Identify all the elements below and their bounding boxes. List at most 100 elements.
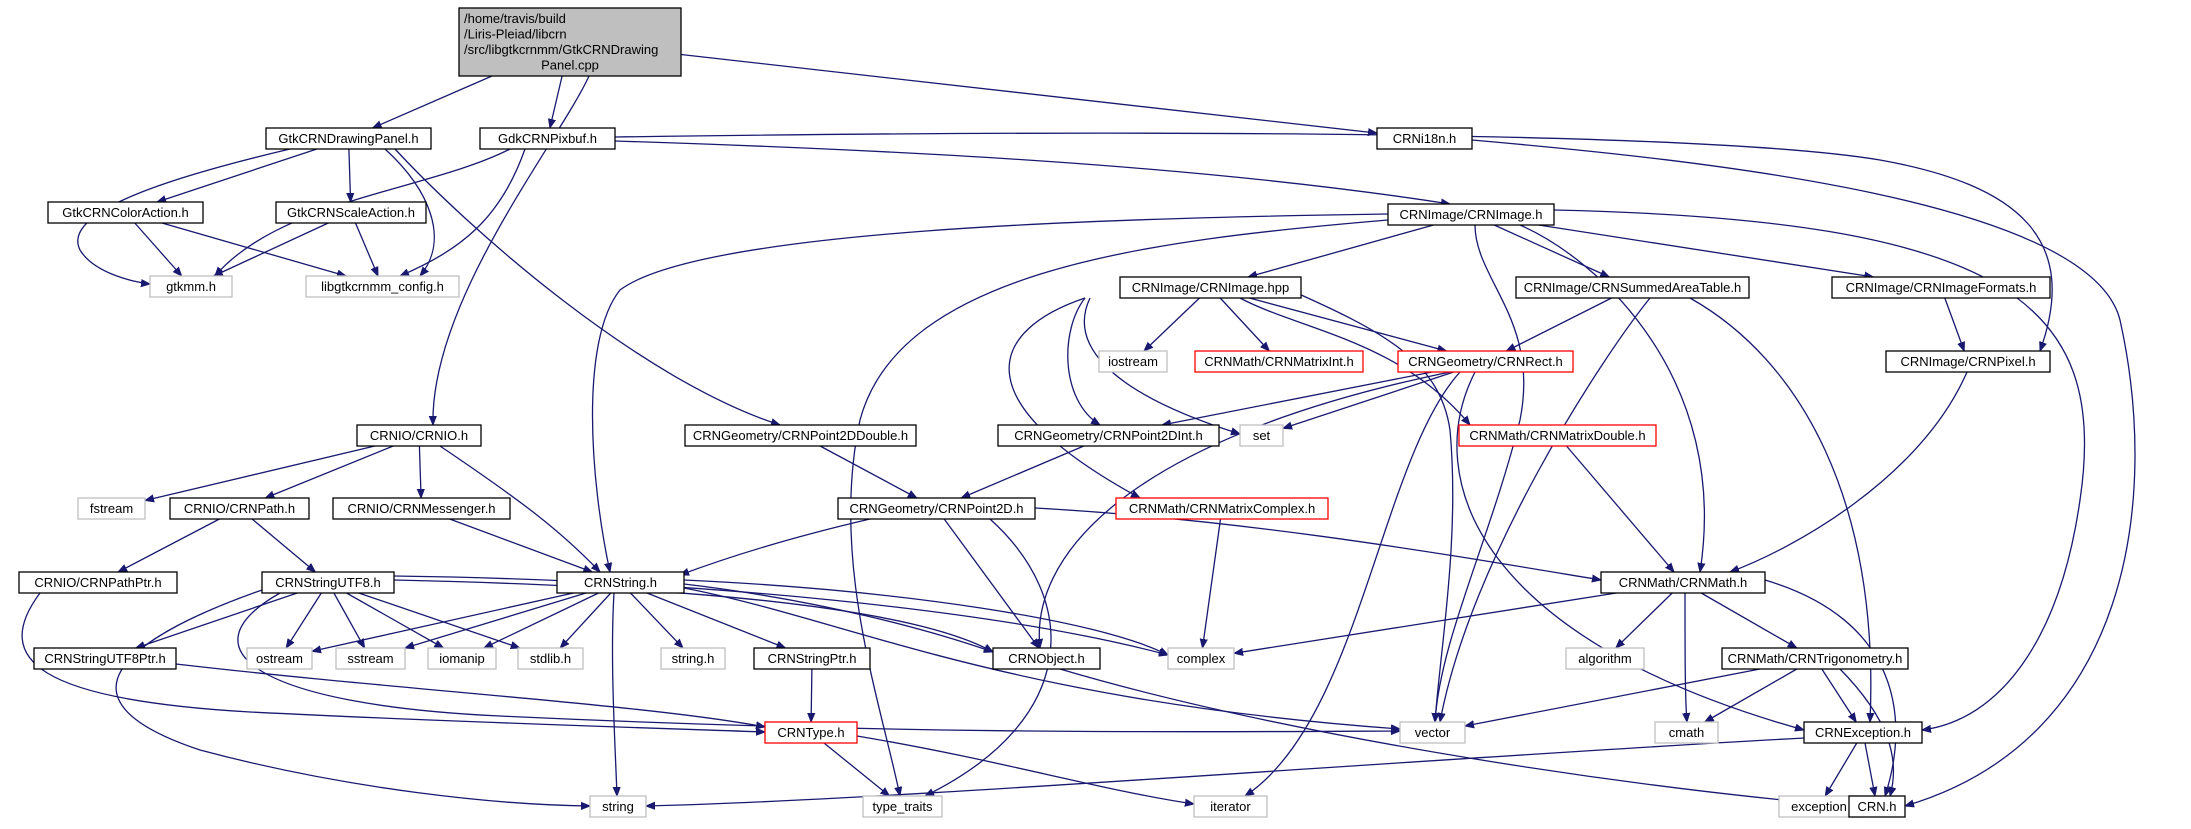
edge-CRNString-to-ostream bbox=[312, 592, 574, 651]
node-CRNMatrixDouble[interactable]: CRNMath/CRNMatrixDouble.h bbox=[1458, 424, 1657, 447]
edge-CRNException-to-string bbox=[646, 737, 1805, 806]
edge-CRNStringUTF8Ptr-to-CRNType bbox=[175, 663, 765, 727]
node-box bbox=[589, 795, 647, 818]
node-CRNMatrixComplex[interactable]: CRNMath/CRNMatrixComplex.h bbox=[1115, 497, 1329, 520]
node-CRNImage_h[interactable]: CRNImage/CRNImage.h bbox=[1387, 203, 1555, 226]
edge-CRNStringUTF8-to-ostream bbox=[286, 592, 322, 648]
node-label: CRNStringUTF8.h bbox=[275, 575, 380, 590]
node-GtkCRNColorAction[interactable]: GtkCRNColorAction.h bbox=[47, 201, 204, 224]
node-label: CRNImage/CRNImageFormats.h bbox=[1846, 280, 2037, 295]
node-box bbox=[1848, 795, 1906, 818]
node-box bbox=[837, 497, 1036, 520]
node-box bbox=[1654, 721, 1719, 744]
node-CRNPath[interactable]: CRNIO/CRNPath.h bbox=[169, 497, 310, 520]
node-label: CRNImage/CRNImage.hpp bbox=[1132, 280, 1290, 295]
node-CRNPoint2D[interactable]: CRNGeometry/CRNPoint2D.h bbox=[837, 497, 1036, 520]
node-CRNRect[interactable]: CRNGeometry/CRNRect.h bbox=[1397, 350, 1574, 373]
node-label: /home/travis/build bbox=[464, 11, 566, 26]
edge-CRNMath-to-algorithm bbox=[1616, 592, 1673, 648]
node-set: set bbox=[1239, 424, 1284, 447]
node-label: iterator bbox=[1210, 799, 1251, 814]
node-label: vector bbox=[1415, 725, 1451, 740]
node-CRNPixel[interactable]: CRNImage/CRNPixel.h bbox=[1885, 350, 2051, 373]
node-root[interactable]: /home/travis/build/Liris-Pleiad/libcrn/s… bbox=[458, 7, 682, 77]
edge-CRNRect-to-CRNException bbox=[1456, 371, 1804, 730]
node-box bbox=[1565, 647, 1645, 670]
node-box bbox=[1399, 721, 1466, 744]
node-label: string bbox=[602, 799, 634, 814]
node-CRNPoint2DInt[interactable]: CRNGeometry/CRNPoint2DInt.h bbox=[997, 424, 1220, 447]
node-label: CRNMath/CRNMatrixComplex.h bbox=[1129, 501, 1315, 516]
edge-CRNTrigonometry-to-CRNException bbox=[1821, 668, 1856, 722]
node-CRNImage_hpp[interactable]: CRNImage/CRNImage.hpp bbox=[1119, 276, 1302, 299]
edge-CRNMath-to-CRN_h bbox=[1764, 579, 1897, 796]
edge-CRNImage_hpp-to-CRNMatrixInt bbox=[1219, 297, 1269, 351]
node-GtkCRNScaleAction[interactable]: GtkCRNScaleAction.h bbox=[275, 201, 427, 224]
node-box bbox=[479, 127, 616, 150]
node-GtkCRNDrawingPanel[interactable]: GtkCRNDrawingPanel.h bbox=[265, 127, 432, 150]
node-CRNString[interactable]: CRNString.h bbox=[556, 571, 685, 594]
edge-CRNString-to-iomanip bbox=[484, 592, 599, 649]
node-CRNStringUTF8Ptr[interactable]: CRNStringUTF8Ptr.h bbox=[33, 647, 177, 670]
edge-CRNImage_h-to-CRNString bbox=[591, 213, 1389, 572]
node-CRNTrigonometry[interactable]: CRNMath/CRNTrigonometry.h bbox=[1721, 647, 1909, 670]
node-CRNImageFormats[interactable]: CRNImage/CRNImageFormats.h bbox=[1831, 276, 2051, 299]
edge-CRNImage_h-to-CRNImageFormats bbox=[1538, 224, 1874, 277]
node-CRNMatrixInt[interactable]: CRNMath/CRNMatrixInt.h bbox=[1194, 350, 1364, 373]
node-label: CRNi18n.h bbox=[1393, 131, 1457, 146]
node-box bbox=[1600, 571, 1766, 594]
node-box bbox=[47, 201, 204, 224]
edge-CRNImage_h-to-CRNImage_hpp bbox=[1248, 224, 1434, 277]
node-box bbox=[753, 647, 871, 670]
node-type_traits: type_traits bbox=[862, 795, 943, 818]
node-label: CRNImage/CRNSummedAreaTable.h bbox=[1524, 280, 1741, 295]
node-box bbox=[169, 497, 310, 520]
node-box bbox=[265, 127, 432, 150]
edge-CRNPath-to-CRNPathPtr bbox=[118, 518, 220, 573]
node-CRNType[interactable]: CRNType.h bbox=[764, 721, 858, 744]
edge-CRNString-to-CRNObject bbox=[683, 583, 993, 652]
node-box bbox=[992, 647, 1101, 670]
node-complex: complex bbox=[1167, 647, 1235, 670]
edge-CRNStringUTF8-to-string bbox=[115, 589, 590, 806]
node-box bbox=[458, 7, 682, 77]
node-CRNObject[interactable]: CRNObject.h bbox=[992, 647, 1101, 670]
node-box bbox=[1803, 721, 1923, 744]
node-label: Panel.cpp bbox=[541, 58, 599, 73]
node-CRNMessenger[interactable]: CRNIO/CRNMessenger.h bbox=[332, 497, 511, 520]
node-CRNStringPtr[interactable]: CRNStringPtr.h bbox=[753, 647, 871, 670]
node-CRNIO[interactable]: CRNIO/CRNIO.h bbox=[356, 424, 482, 447]
node-box bbox=[1397, 350, 1574, 373]
node-box bbox=[18, 571, 178, 594]
node-CRNException[interactable]: CRNException.h bbox=[1803, 721, 1923, 744]
node-fstream: fstream bbox=[77, 497, 146, 520]
node-box bbox=[77, 497, 146, 520]
edge-CRNImage_h-to-CRNMath bbox=[1519, 224, 1704, 572]
edge-CRNStringUTF8-to-stdlib bbox=[358, 592, 520, 648]
node-label: CRNIO/CRNMessenger.h bbox=[347, 501, 495, 516]
edge-CRNSummedAreaTable-to-vector bbox=[1440, 297, 1651, 722]
edge-CRNStringPtr-to-CRNType bbox=[811, 668, 812, 722]
edge-CRNStringUTF8-to-complex bbox=[393, 575, 1168, 655]
node-label: set bbox=[1253, 428, 1271, 443]
node-label: complex bbox=[1177, 651, 1226, 666]
edge-GtkCRNScaleAction-to-gtkmm bbox=[214, 222, 329, 277]
node-CRN_h[interactable]: CRN.h bbox=[1848, 795, 1906, 818]
edge-CRNImage_hpp-to-CRNMatrixComplex bbox=[1008, 297, 1140, 498]
node-GdkCRNPixbuf[interactable]: GdkCRNPixbuf.h bbox=[479, 127, 616, 150]
edge-GtkCRNColorAction-to-libgtkcrnmm_config bbox=[161, 222, 346, 276]
edge-CRNStringUTF8-to-vector bbox=[237, 592, 1400, 732]
node-CRNStringUTF8[interactable]: CRNStringUTF8.h bbox=[261, 571, 395, 594]
node-CRNSummedAreaTable[interactable]: CRNImage/CRNSummedAreaTable.h bbox=[1515, 276, 1750, 299]
edge-CRNPath-to-CRNStringUTF8 bbox=[251, 518, 315, 572]
edge-root-to-GtkCRNDrawingPanel bbox=[373, 75, 493, 129]
node-label: CRNStringUTF8Ptr.h bbox=[44, 651, 165, 666]
edge-CRNType-to-iterator bbox=[856, 735, 1194, 804]
node-CRNMath[interactable]: CRNMath/CRNMath.h bbox=[1600, 571, 1766, 594]
node-label: CRNIO/CRNPathPtr.h bbox=[34, 575, 161, 590]
edge-GtkCRNDrawingPanel-to-CRNPoint2DDouble bbox=[394, 148, 780, 425]
node-CRNi18n[interactable]: CRNi18n.h bbox=[1376, 127, 1473, 150]
node-CRNPoint2DDouble[interactable]: CRNGeometry/CRNPoint2DDouble.h bbox=[684, 424, 917, 447]
node-box bbox=[660, 647, 726, 670]
node-CRNPathPtr[interactable]: CRNIO/CRNPathPtr.h bbox=[18, 571, 178, 594]
